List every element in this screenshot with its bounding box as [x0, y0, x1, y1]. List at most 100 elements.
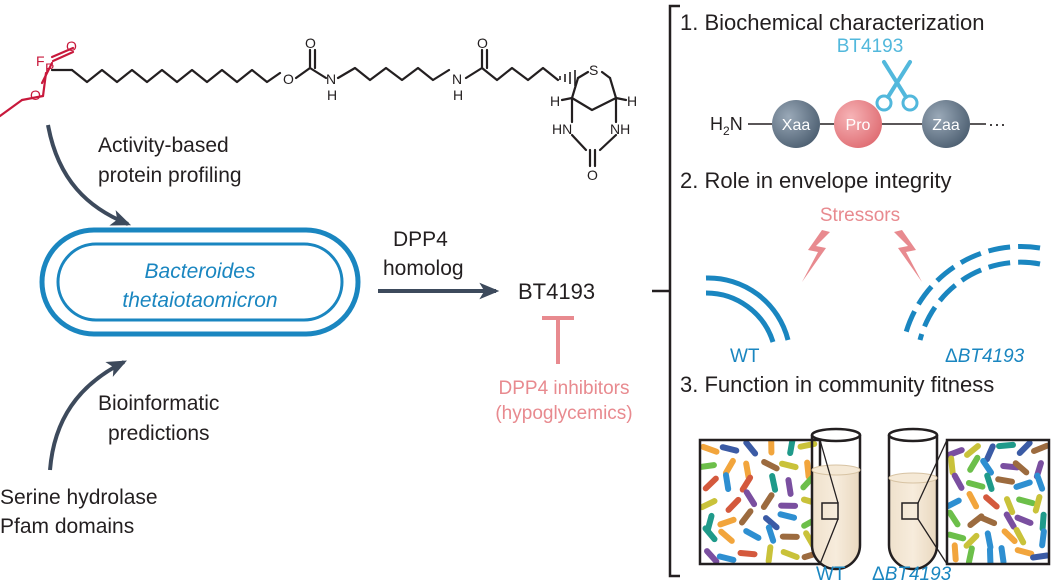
mutant-zoom-line-top: [917, 439, 948, 504]
residue-pro: [834, 100, 882, 148]
bacterium-rod: [978, 514, 998, 527]
bacterium-rod: [948, 455, 956, 476]
phosphorus-atom: P: [45, 60, 54, 76]
chain-continuation: ···: [988, 114, 1006, 134]
amide-oxygen-atom: O: [477, 35, 488, 51]
mutant-community-bacteria: [947, 440, 1049, 564]
bacterium-rod: [769, 473, 779, 493]
bacterium-rod: [983, 494, 1000, 510]
residue-pro-label: Pro: [846, 117, 871, 134]
bacterium-rod: [1039, 528, 1047, 549]
source-label-2: Pfam domains: [0, 515, 134, 538]
bacterium-rod: [1001, 528, 1018, 545]
fluorine-atom: F: [36, 53, 45, 69]
ether-oxygen-atom: O: [30, 87, 41, 103]
source-label-1: Serine hydrolase: [0, 486, 158, 509]
bacterium-rod: [947, 447, 965, 459]
bacterium-rod: [966, 491, 980, 510]
bacterium-rod: [1032, 494, 1043, 514]
inhibitors-label-2: (hypoglycemics): [495, 403, 632, 424]
bacterium-rod: [1014, 514, 1034, 526]
bacterium-rod: [743, 440, 759, 457]
dpp4-label: DPP4: [393, 228, 448, 251]
bacterium-rod: [1014, 547, 1035, 557]
bacterium-rod: [719, 444, 740, 454]
bacterium-rod: [704, 548, 720, 564]
residue-zaa: [922, 100, 970, 148]
bacterium-rod: [1013, 527, 1027, 546]
bacterium-rod: [765, 544, 774, 564]
bacterium-rod: [779, 460, 799, 471]
n-terminus-label: H2N: [710, 114, 743, 138]
bacterium-rod: [718, 528, 735, 544]
wt-community-box-bg: [700, 440, 820, 564]
phosphoryl-oxygen-atom: O: [66, 38, 77, 54]
bacterium-rod: [761, 459, 780, 472]
amide-hydrogen-atom: H: [453, 87, 463, 103]
bacterium-rod: [779, 533, 800, 540]
bacterium-rod: [996, 441, 1016, 450]
bacterium-rod: [995, 476, 1015, 485]
carbamate-hydrogen-atom: H: [327, 87, 337, 103]
bacterium-rod: [965, 479, 986, 490]
scissors-icon: [875, 60, 919, 112]
bacterium-rod: [1003, 511, 1017, 530]
carbamate-carbonyl-oxygen-atom: O: [305, 35, 316, 51]
bacterium-rod: [716, 553, 737, 563]
urea-oxygen-atom: O: [587, 167, 598, 183]
bacterium-rod: [1031, 442, 1049, 455]
bacterium-rod: [763, 515, 780, 531]
bioinformatic-label-2: predictions: [108, 422, 210, 445]
carbamate-nitrogen-atom: N: [326, 71, 336, 87]
bacterium-rod: [984, 530, 994, 551]
bacterium-rod: [700, 462, 717, 471]
lightning-icon: [802, 230, 830, 282]
bacterium-rod: [743, 528, 762, 541]
bacterium-rod: [1012, 460, 1030, 476]
bacterium-rod: [980, 457, 995, 476]
bacterium-rod: [702, 475, 719, 492]
bacterium-rod: [947, 509, 961, 528]
bacterium-rod: [778, 502, 799, 509]
sulfur-atom: S: [589, 62, 598, 78]
residue-xaa: [772, 100, 820, 148]
activity-profiling-label-2: protein profiling: [98, 164, 242, 187]
panel-2-heading: 2. Role in envelope integrity: [680, 168, 952, 193]
fluorophosphonate-biotin-probe: F O P O O O N H N H O S H H HN NH O: [0, 35, 637, 183]
homolog-label: homolog: [383, 257, 464, 280]
organism-name-line-2: thetaiotaomicron: [122, 289, 277, 312]
bioinformatic-label-1: Bioinformatic: [98, 392, 219, 415]
bacterium-rod: [768, 440, 775, 456]
bacterium-rod: [700, 498, 718, 511]
panel-3-heading: 3. Function in community fitness: [680, 372, 994, 397]
inhibitors-label-1: DPP4 inhibitors: [499, 378, 630, 399]
bacterium-rod: [963, 532, 980, 549]
bacterium-rod: [1016, 440, 1033, 456]
mutant-envelope-label: ΔBT4193: [945, 346, 1025, 367]
bacterium-rod: [964, 443, 981, 458]
bacterium-rod: [984, 443, 996, 463]
bacterium-rod: [1003, 496, 1016, 516]
target-protein-label: BT4193: [518, 279, 595, 304]
wt-tube-label: WT: [816, 564, 846, 581]
bacterium-rod: [998, 545, 1007, 564]
activity-profiling-arrow: [46, 124, 132, 226]
bacterium-rod: [725, 496, 742, 513]
bacterium-rod: [986, 546, 994, 564]
bacterium-rod: [1039, 511, 1047, 532]
residue-zaa-label: Zaa: [932, 117, 960, 134]
mutant-culture-tube: [887, 427, 939, 571]
bacterium-rod: [739, 474, 754, 493]
bacterium-rod: [1013, 479, 1033, 490]
enzyme-label: BT4193: [837, 36, 904, 57]
wt-envelope: [705, 275, 791, 343]
panel-1-heading: 1. Biochemical characterization: [680, 10, 984, 35]
bacterium-rod: [967, 454, 981, 473]
wt-community-bacteria: [700, 440, 820, 564]
bacterium-rod: [1030, 552, 1049, 561]
urea-nitrogen-left: HN: [552, 121, 572, 137]
bacterium-rod: [780, 548, 800, 561]
bacterium-rod: [951, 542, 959, 563]
wt-zoom-line-bottom: [819, 518, 839, 565]
